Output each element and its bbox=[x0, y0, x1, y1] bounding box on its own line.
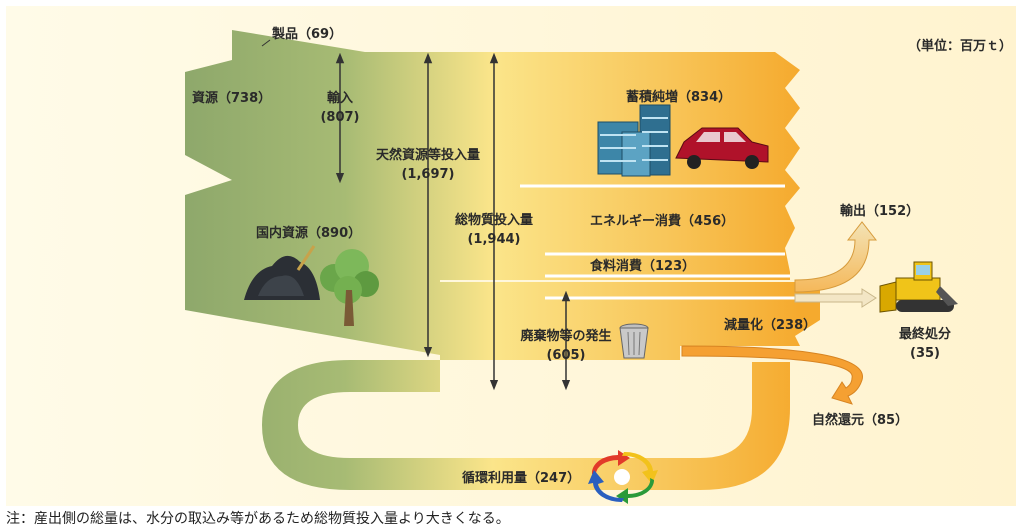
waste-generation-title: 廃棄物等の発生 bbox=[519, 328, 611, 344]
import-value: (807) bbox=[320, 110, 359, 125]
tree-icon bbox=[320, 249, 379, 326]
final-disposal-title: 最終処分 bbox=[899, 326, 951, 342]
waste-generation-value: (605) bbox=[546, 348, 585, 363]
footnote: 注：産出側の総量は、水分の取込み等があるため総物質投入量より大きくなる。 bbox=[6, 511, 510, 527]
export-arrow bbox=[794, 221, 878, 293]
final-disposal-value: (35) bbox=[910, 346, 940, 361]
trash-can-icon bbox=[619, 323, 649, 359]
dimension-arrows bbox=[335, 52, 571, 391]
recycling-label: 循環利用量（247） bbox=[462, 470, 580, 486]
nature-return-arrow bbox=[681, 345, 863, 405]
recycle-cycle-icon bbox=[588, 450, 658, 504]
energy-consumption-label: エネルギー消費（456） bbox=[590, 213, 734, 229]
export-label: 輸出（152） bbox=[840, 203, 919, 219]
food-consumption-label: 食料消費（123） bbox=[590, 258, 695, 274]
product-leader-line bbox=[261, 39, 271, 47]
stock-increase-label: 蓄積純増（834） bbox=[626, 89, 731, 105]
resource-label: 資源（738） bbox=[192, 90, 271, 106]
flow-band bbox=[185, 30, 820, 360]
domestic-resource-label: 国内資源（890） bbox=[256, 225, 361, 241]
total-input-title: 総物質投入量 bbox=[455, 212, 533, 228]
buildings-icon bbox=[597, 104, 671, 177]
reduction-label: 減量化（238） bbox=[724, 317, 816, 333]
car-icon bbox=[675, 127, 769, 169]
natural-input-title: 天然資源等投入量 bbox=[376, 147, 480, 163]
bulldozer-icon bbox=[879, 261, 958, 313]
unit-label: （単位：百万ｔ） bbox=[908, 38, 1012, 54]
nature-return-label: 自然還元（85） bbox=[812, 412, 908, 428]
total-input-value: (1,944) bbox=[467, 232, 520, 247]
product-label: 製品（69） bbox=[271, 26, 342, 42]
recycle-loop bbox=[262, 360, 790, 490]
import-title: 輸入 bbox=[327, 90, 353, 106]
natural-input-value: (1,697) bbox=[401, 167, 454, 182]
final-disposal-arrow bbox=[794, 288, 877, 308]
loop-joint bbox=[440, 346, 680, 360]
coal-pile-icon bbox=[244, 245, 320, 300]
